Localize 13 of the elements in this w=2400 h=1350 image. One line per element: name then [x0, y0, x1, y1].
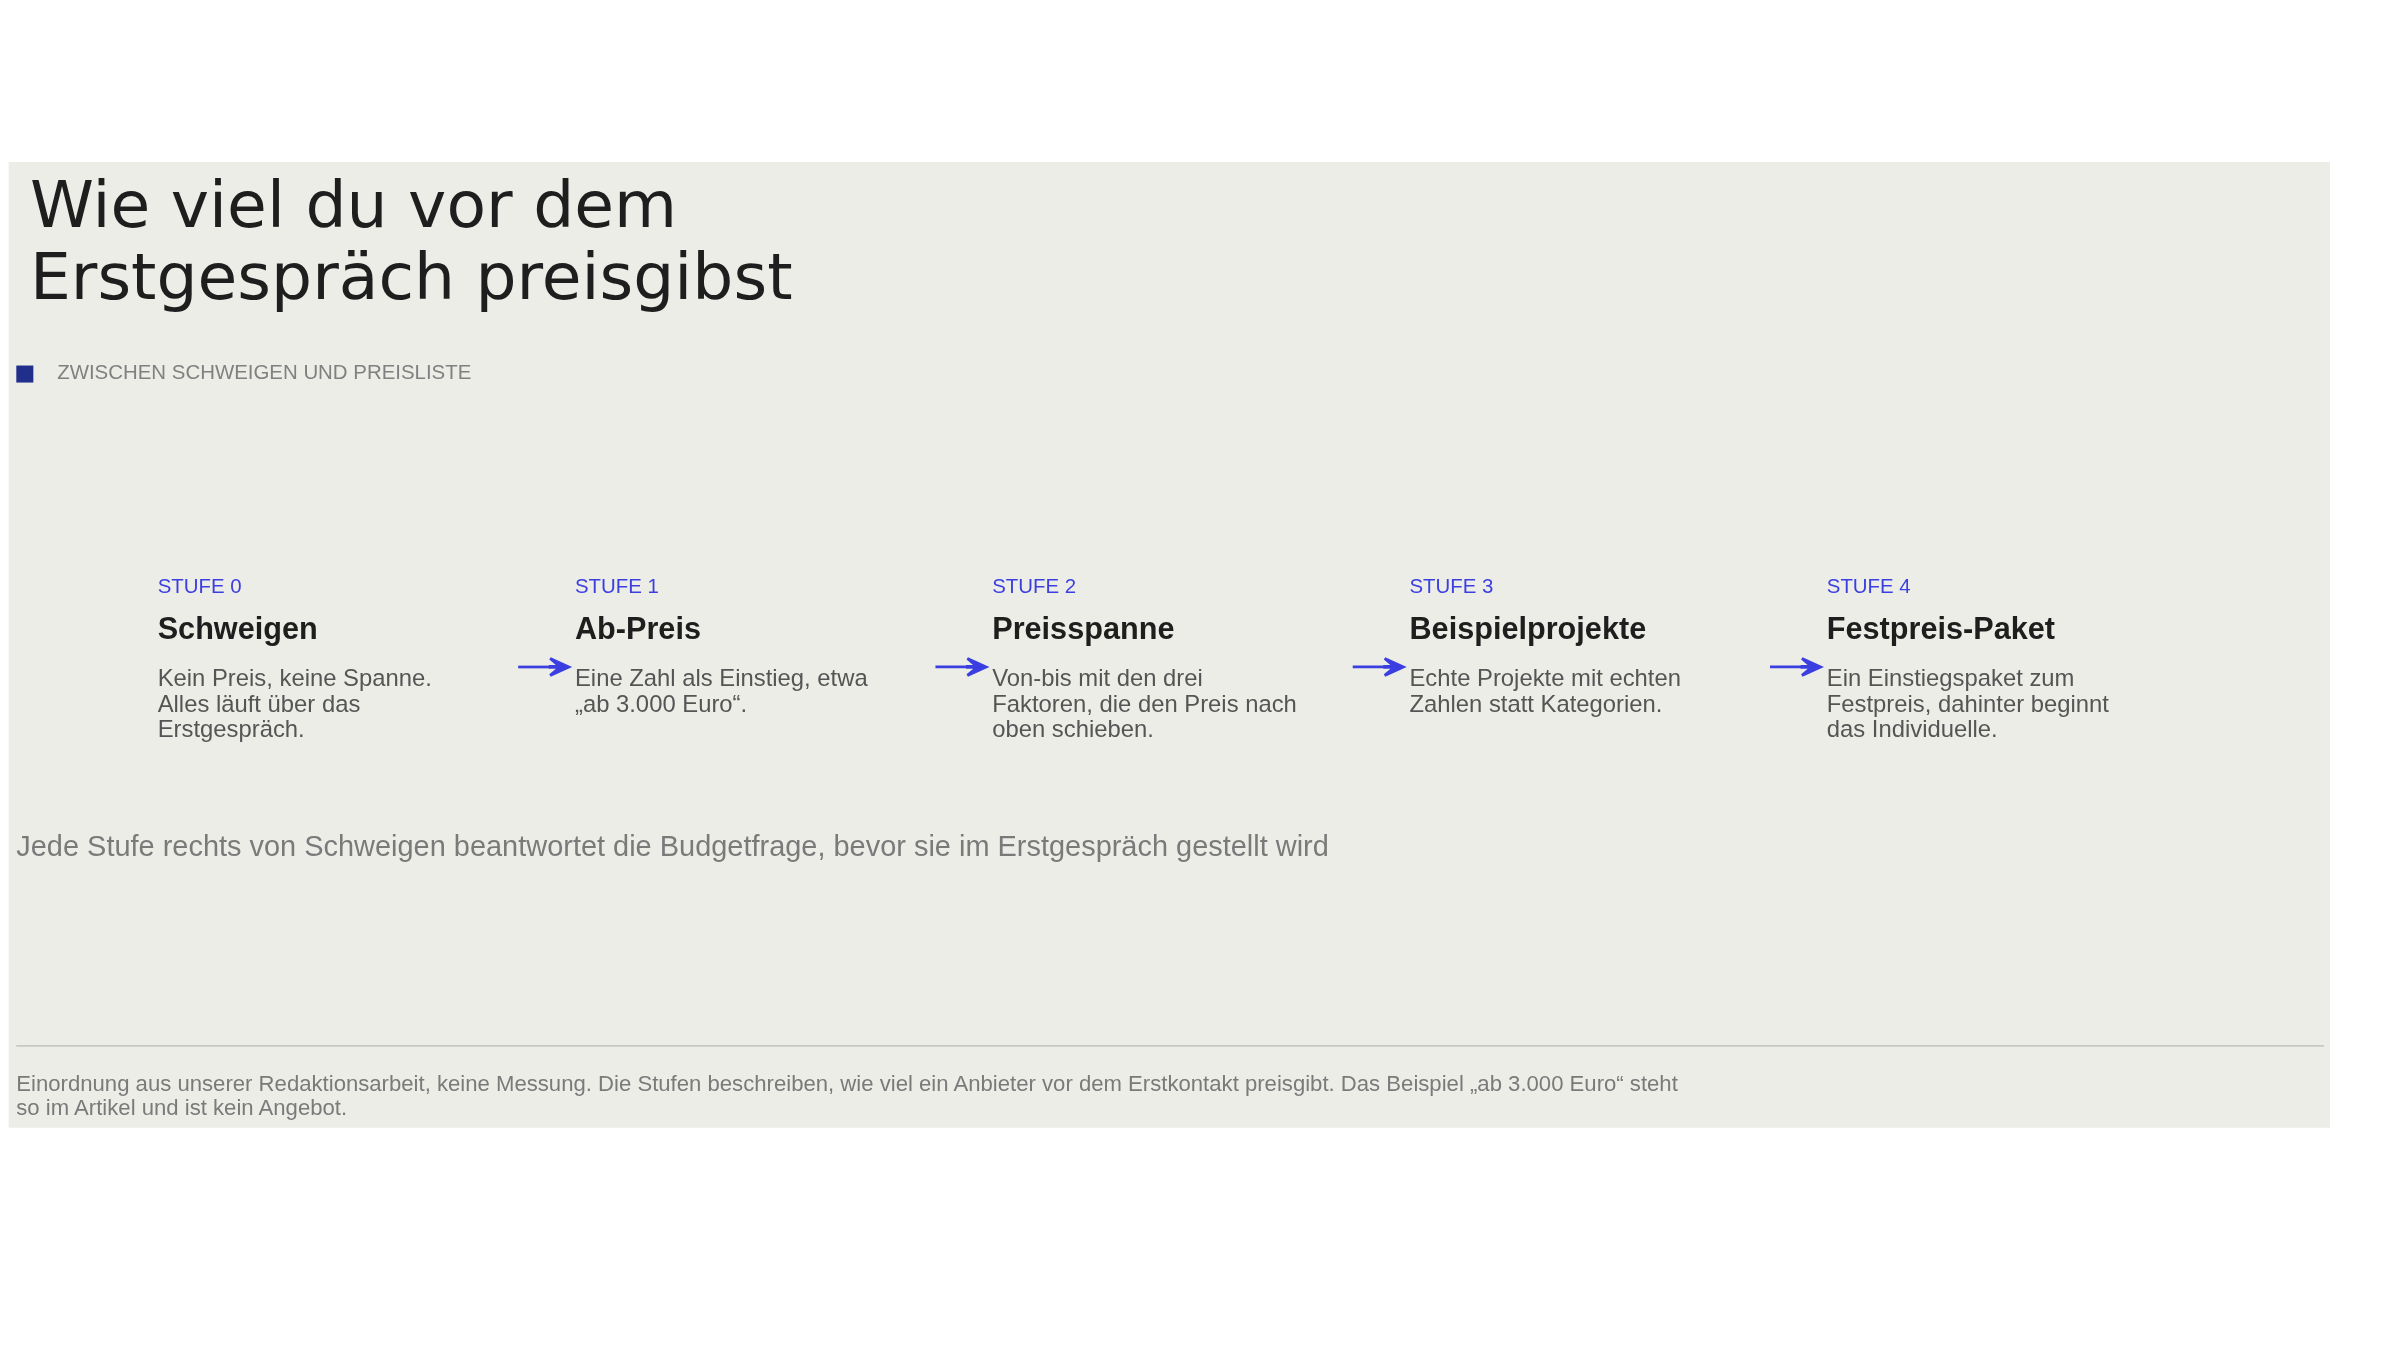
- arrow: [1770, 656, 1823, 677]
- arrow: [1352, 656, 1405, 677]
- caption: Einordnung aus unserer Redaktionsarbeit, keine Messung. Die Stufen beschreiben, wie viel ein Anbieter vor dem Erstkontakt preisgibt. Das Beispiel „ab 3.000 Euro“ steht so im Artikel und ist kein Angebot.: [16, 1070, 1678, 1120]
- arrow: [518, 656, 571, 677]
- diagram-title: Wie viel du vor dem Erstgespräch preisgibst: [29, 166, 793, 314]
- node-text: STUFE 3 Beispielprojekte Echte Projekte mit echten Zahlen statt Kategorien.: [1409, 574, 1681, 717]
- node-text: STUFE 4 Festpreis-Paket Ein Einstiegspaket zum Festpreis, dahinter beginnt das Individuelle.: [1826, 574, 2109, 742]
- node-text: STUFE 1 Ab-Preis Eine Zahl als Einstieg, etwa „ab 3.000 Euro“.: [574, 574, 868, 717]
- arrow: [935, 656, 988, 677]
- node-text: STUFE 2 Preisspanne Von-bis mit den drei Faktoren, die den Preis nach oben schieben.: [992, 574, 1297, 742]
- label: Jede Stufe rechts von Schweigen beantwortet die Budgetfrage, bevor sie im Erstgespräch gestellt wird: [16, 829, 1329, 862]
- node-text: STUFE 0 Schweigen Kein Preis, keine Spanne. Alles läuft über das Erstgespräch.: [157, 574, 432, 742]
- label: ZWISCHEN SCHWEIGEN UND PREISLISTE: [57, 360, 472, 383]
